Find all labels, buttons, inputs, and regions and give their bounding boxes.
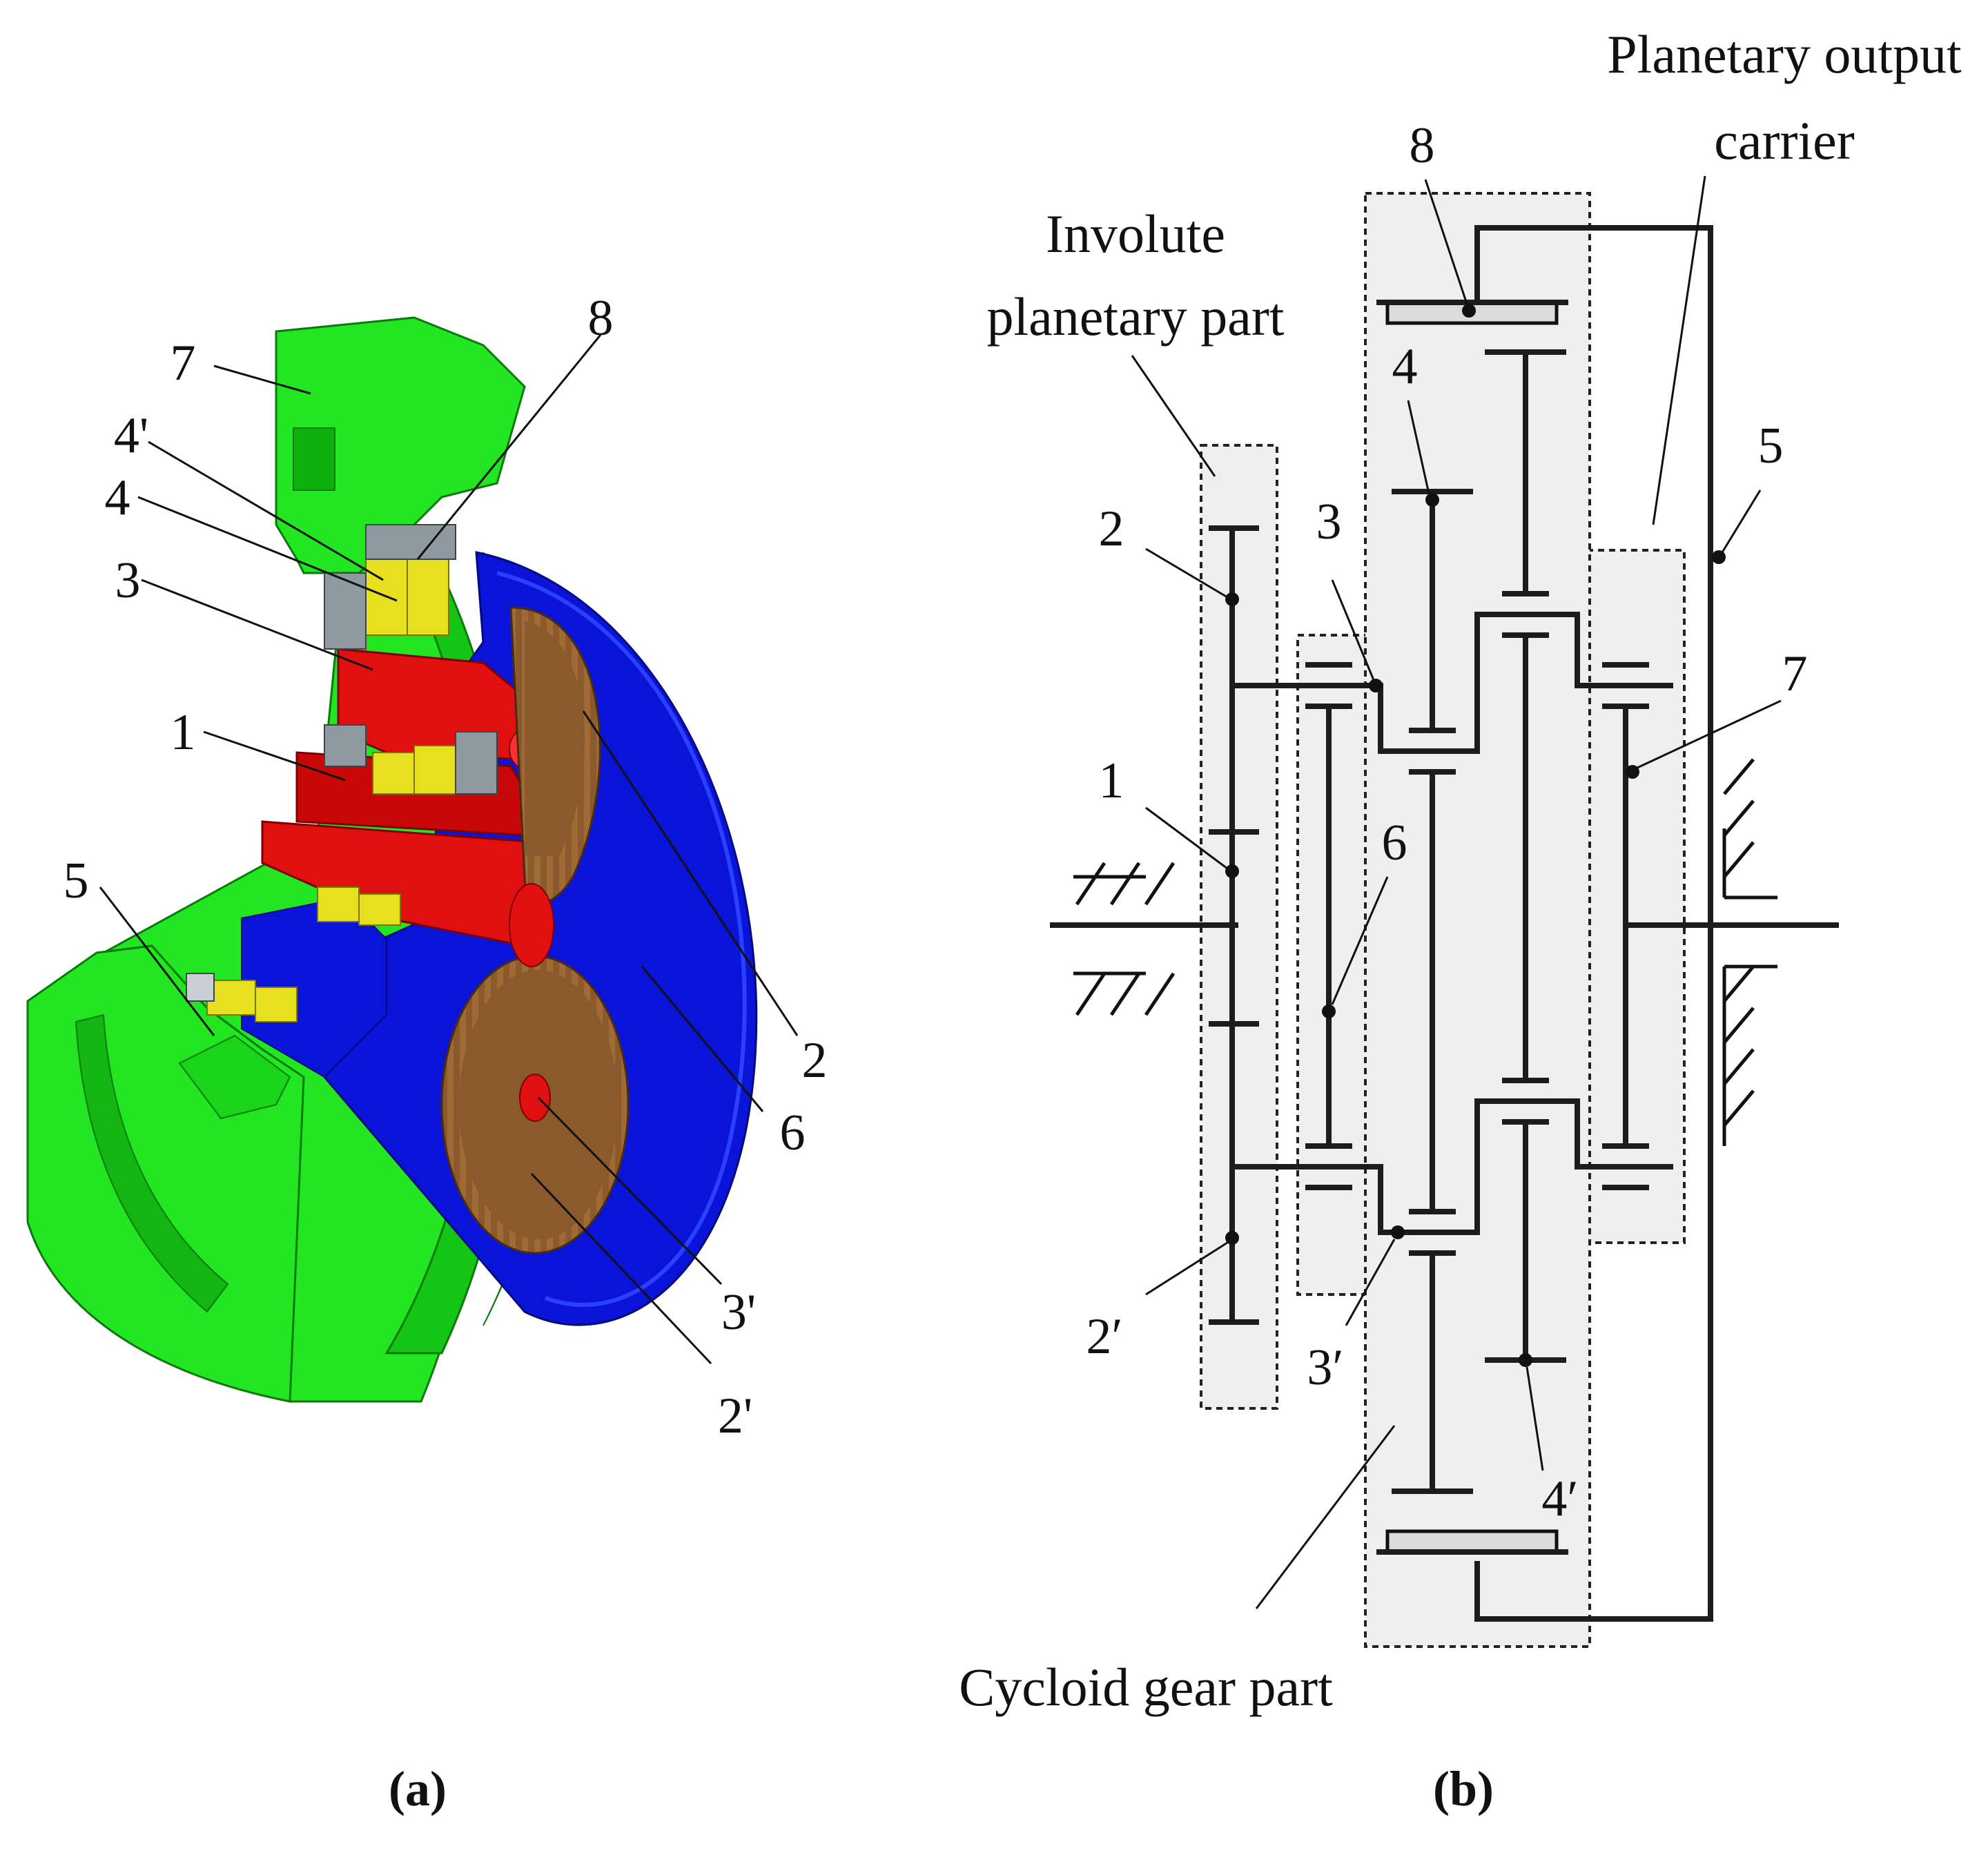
- joint-6: [1322, 1005, 1336, 1018]
- callout-a-7: 7: [170, 335, 196, 391]
- callout-b-2: 2: [1099, 501, 1124, 557]
- joint-8: [1462, 304, 1476, 318]
- crank-shaft-3p: [1229, 1098, 1673, 1235]
- leader-a-3: [141, 579, 373, 671]
- leader-b-3p: [1345, 1239, 1396, 1326]
- ground-right: [1722, 758, 1777, 1146]
- housing-top-slot: [293, 427, 335, 491]
- callout-b-4: 4: [1392, 338, 1418, 395]
- bearing-lower-a: [317, 886, 360, 922]
- leader-a-5: [99, 886, 215, 1036]
- callout-b-6: 6: [1382, 815, 1407, 871]
- joint-1: [1225, 864, 1239, 878]
- joint-2p: [1225, 1231, 1239, 1245]
- label-involute-line2: planetary part: [987, 287, 1285, 347]
- leader-b-4p: [1526, 1366, 1544, 1471]
- sun-gear: [509, 883, 554, 967]
- leader-b-3: [1331, 579, 1375, 681]
- leader-a-8: [416, 334, 602, 560]
- planet-gear-lower-hub: [519, 1074, 551, 1122]
- leader-b-involute: [1131, 355, 1216, 477]
- leader-b-output: [1652, 175, 1706, 525]
- leader-a-2: [582, 710, 799, 1036]
- panel-label-b: (b): [1433, 1761, 1494, 1816]
- leader-a-2p: [530, 1172, 712, 1365]
- pin-wheel-bottom: [1385, 1529, 1559, 1554]
- leader-a-1: [203, 730, 346, 782]
- label-output-line2: carrier: [1714, 110, 1854, 171]
- joint-7: [1626, 765, 1639, 779]
- carrier-disc-rim: [496, 571, 747, 1307]
- crank-shaft-3: [1229, 612, 1673, 754]
- joint-3p: [1391, 1225, 1405, 1239]
- leader-b-6: [1331, 876, 1389, 1005]
- callout-b-1: 1: [1099, 753, 1124, 809]
- label-output-line1: Planetary output: [1607, 24, 1962, 84]
- leader-a-6: [641, 966, 764, 1112]
- joint-4p: [1519, 1353, 1532, 1367]
- bearing-middle-a: [372, 752, 415, 795]
- housing-top-block: [275, 316, 526, 574]
- box-cycloid-gear: [1364, 192, 1591, 1648]
- leader-a-3p: [537, 1096, 723, 1286]
- panel-a-cutaway-model: 7 4' 4 3 1 8 5 2 6 3' 2' (a): [26, 290, 828, 1816]
- leader-b-cycloid: [1255, 1425, 1396, 1609]
- callout-b-4p: 4′: [1541, 1471, 1578, 1527]
- housing-bottom-groove: [75, 1013, 229, 1313]
- callout-a-4p: 4': [114, 407, 148, 464]
- callout-a-3p: 3': [721, 1284, 756, 1341]
- leader-b-2: [1145, 547, 1228, 599]
- housing-bottom-step: [178, 1034, 291, 1120]
- planet-gear-upper-face: [525, 621, 585, 856]
- bearing-bottom-b: [255, 987, 298, 1022]
- needle-mid-left: [324, 724, 367, 767]
- bearing-upper-a: [365, 552, 415, 636]
- panel-b-schematic: Involute planetary part Planetary output…: [959, 24, 1962, 1816]
- joint-5: [1712, 550, 1726, 564]
- bearing-upper-b: [407, 559, 449, 636]
- ground-left: [1073, 862, 1176, 1016]
- leader-b-7: [1637, 699, 1782, 769]
- needle-bottom: [186, 973, 215, 1002]
- callout-b-3: 3: [1316, 494, 1342, 550]
- leader-a-4p: [148, 440, 384, 581]
- bearing-bottom-a: [206, 980, 256, 1016]
- callout-a-8: 8: [588, 290, 614, 347]
- needle-middle: [455, 731, 498, 795]
- joint-2: [1225, 592, 1239, 606]
- leader-b-8: [1424, 179, 1468, 304]
- callout-a-2: 2: [802, 1032, 828, 1089]
- leader-a-4: [137, 496, 398, 602]
- callout-a-1: 1: [170, 704, 196, 761]
- joint-3: [1369, 679, 1383, 692]
- callout-a-2p: 2': [718, 1388, 752, 1444]
- label-cycloid-part: Cycloid gear part: [959, 1657, 1333, 1717]
- callout-b-3p: 3′: [1307, 1339, 1343, 1396]
- bearing-lower-b: [358, 893, 401, 926]
- callout-a-6: 6: [780, 1105, 806, 1161]
- label-involute-line1: Involute: [1046, 204, 1225, 264]
- callout-a-5: 5: [64, 853, 89, 909]
- callout-a-4: 4: [105, 469, 130, 526]
- leader-b-4: [1407, 400, 1430, 494]
- leader-b-1: [1145, 806, 1228, 870]
- panel-label-a: (a): [389, 1761, 447, 1816]
- output-carrier-frame: [1474, 225, 1713, 1622]
- callout-b-2p: 2′: [1086, 1308, 1122, 1365]
- needle-upper-b: [324, 572, 367, 650]
- callout-b-5: 5: [1758, 418, 1784, 474]
- callout-a-3: 3: [115, 552, 141, 609]
- leader-b-5: [1721, 489, 1762, 553]
- callout-b-8: 8: [1410, 117, 1435, 174]
- leader-a-7: [213, 365, 311, 395]
- leader-b-2p: [1145, 1241, 1228, 1296]
- callout-b-7: 7: [1782, 646, 1808, 702]
- bearing-middle-b: [413, 745, 456, 795]
- joint-4: [1425, 493, 1439, 507]
